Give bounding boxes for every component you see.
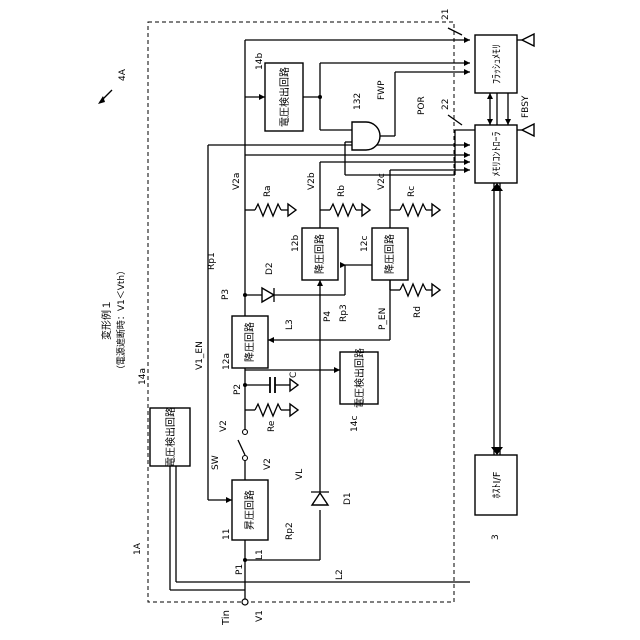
- label-step-down-12b: 降圧回路: [313, 234, 326, 274]
- label-ra: Ra: [263, 185, 273, 197]
- arrow-bus-1-down: [487, 119, 493, 125]
- label-v1: V1: [255, 610, 265, 622]
- arrow-v1-en: [464, 142, 470, 148]
- arrow-host-up: [491, 183, 503, 191]
- arrow-fwp: [464, 60, 470, 66]
- ref-12a: 12a: [222, 353, 232, 370]
- ref-1A: 1A: [133, 542, 143, 555]
- label-v2a: V2a: [232, 173, 242, 190]
- label-por: POR: [417, 96, 427, 115]
- label-vl: VL: [295, 469, 305, 480]
- arrow-host-down: [491, 447, 503, 455]
- ref-14b: 14b: [255, 53, 265, 70]
- ref-14c: 14c: [350, 416, 360, 432]
- figure-subtitle: （電源遮断時：V1＜Vth）: [115, 266, 127, 374]
- and-gate-132: [352, 122, 380, 150]
- resistor-rd: [400, 284, 426, 296]
- label-rd: Rd: [413, 306, 423, 318]
- ground-ra: [288, 204, 296, 216]
- arrow-mc-1: [464, 152, 470, 158]
- arrow-boost: [226, 497, 232, 503]
- label-step-down-12c: 降圧回路: [383, 234, 396, 274]
- arrow-por: [464, 69, 470, 75]
- leader-22: [448, 115, 462, 125]
- label-p4: P4: [323, 311, 333, 322]
- label-voltage-detect-14a: 電圧検出回路: [164, 407, 177, 467]
- ground-re: [290, 404, 298, 416]
- label-step-down-12a: 降圧回路: [243, 322, 256, 362]
- arrow-fbsy: [505, 119, 511, 125]
- diode-d1: [312, 493, 328, 505]
- arrow-p-en: [268, 337, 274, 343]
- arrow-flash-top: [464, 37, 470, 43]
- ref-3: 3: [491, 534, 501, 540]
- arrow-mc-3: [464, 167, 470, 173]
- ref-14a: 14a: [138, 368, 148, 385]
- ref-4A: 4A: [118, 68, 128, 81]
- label-p1: P1: [235, 564, 245, 575]
- terminal-tin: [242, 599, 248, 605]
- ground-rc: [432, 204, 440, 216]
- ref-22: 22: [441, 99, 451, 110]
- switch-contact-upper: [243, 430, 248, 435]
- label-host-if: ﾎｽﾄI/F: [491, 471, 503, 498]
- label-v2-upper: V2: [219, 420, 229, 432]
- label-rp3: Rp3: [339, 304, 349, 322]
- arrow-p4: [317, 280, 323, 286]
- ref-12c: 12c: [360, 236, 370, 252]
- switch-sw: [238, 440, 245, 455]
- label-c: C: [289, 372, 299, 378]
- resistor-re: [255, 404, 281, 416]
- ground-mc: [522, 124, 534, 136]
- label-tin: Tin: [221, 610, 232, 626]
- label-sw: SW: [211, 455, 221, 470]
- diode-d2: [262, 288, 274, 302]
- label-p2: P2: [233, 384, 243, 395]
- label-boost: 昇圧回路: [243, 490, 256, 530]
- ground-flash: [522, 34, 534, 46]
- label-l3: L3: [285, 319, 295, 330]
- arrow-14b: [259, 94, 265, 100]
- leader-21: [448, 28, 462, 35]
- label-flash-memory: ﾌﾗｯｼｭﾒﾓﾘ: [492, 44, 503, 84]
- label-v2-lower: V2: [263, 458, 273, 470]
- ref-21: 21: [441, 9, 451, 20]
- label-fwp: FWP: [377, 80, 387, 100]
- label-rp2: Rp2: [285, 522, 295, 540]
- label-d2: D2: [265, 262, 275, 275]
- label-voltage-detect-14b: 電圧検出回路: [278, 67, 291, 127]
- arrow-14c: [334, 367, 340, 373]
- arrow-mc-2: [464, 159, 470, 165]
- arrow-bus-1-up: [487, 93, 493, 99]
- label-l2: L2: [335, 569, 345, 580]
- figure-title: 変形例１: [100, 300, 113, 340]
- ground-rb: [362, 204, 370, 216]
- label-fbsy: FBSY: [521, 95, 531, 118]
- label-voltage-detect-14c: 電圧検出回路: [353, 348, 366, 408]
- label-memory-controller: ﾒﾓﾘｺﾝﾄﾛｰﾗ: [492, 132, 503, 177]
- ground-c: [290, 379, 298, 391]
- label-l1: L1: [255, 549, 265, 560]
- label-rc: Rc: [407, 186, 417, 197]
- ref-12b: 12b: [291, 235, 301, 252]
- resistor-rc: [400, 204, 426, 216]
- label-re: Re: [267, 420, 277, 432]
- resistor-ra: [255, 204, 281, 216]
- ground-rd: [432, 284, 440, 296]
- ref-11: 11: [222, 529, 232, 540]
- label-d1: D1: [343, 492, 353, 505]
- label-rp1: Rp1: [207, 252, 217, 270]
- label-p-en: P_EN: [378, 308, 388, 330]
- ref-132: 132: [353, 93, 363, 110]
- label-p3: P3: [221, 289, 231, 300]
- label-v2c: V2c: [377, 173, 387, 190]
- resistor-rb: [330, 204, 356, 216]
- label-v2b: V2b: [307, 172, 317, 190]
- label-rb: Rb: [337, 185, 347, 197]
- label-v1-en: V1_EN: [195, 341, 205, 370]
- switch-contact-lower: [243, 456, 248, 461]
